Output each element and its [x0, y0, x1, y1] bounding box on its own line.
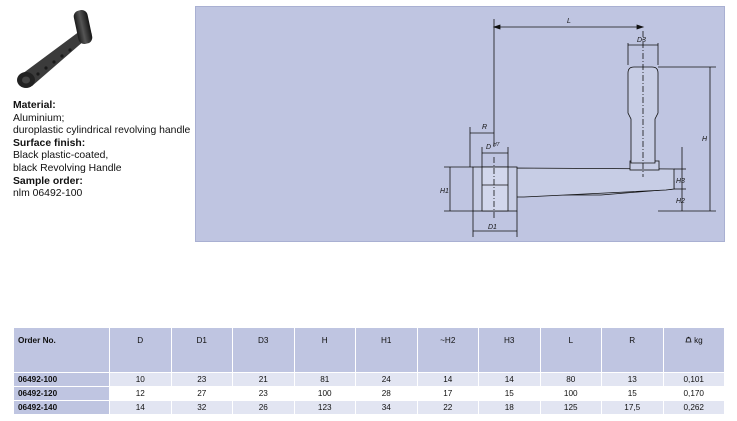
dim-H: H	[702, 136, 708, 143]
col-H2: ~H2	[416, 327, 479, 373]
cell: 14	[109, 400, 172, 415]
col-weight: kg	[662, 327, 725, 373]
cell: 24	[355, 372, 418, 387]
col-order-no: Order No.	[13, 327, 110, 373]
material-line: Aluminium;	[13, 112, 65, 124]
col-L: L	[539, 327, 602, 373]
dim-R: R	[482, 124, 487, 131]
cell: 21	[232, 372, 295, 387]
cell: 123	[293, 400, 356, 415]
cell: 28	[355, 386, 418, 401]
cell: 22	[416, 400, 479, 415]
table-row: 06492-140 14 32 26 123 34 22 18 125 17,5…	[13, 400, 725, 415]
cell-order-no: 06492-120	[13, 386, 110, 401]
cell: 14	[478, 372, 541, 387]
cell: 81	[293, 372, 356, 387]
material-heading: Material:	[13, 100, 56, 111]
cell-order-no: 06492-140	[13, 400, 110, 415]
product-photo	[17, 10, 93, 88]
product-info: Material: Aluminium; duroplastic cylindr…	[13, 100, 193, 201]
col-H3: H3	[478, 327, 541, 373]
cell: 15	[601, 386, 664, 401]
cell: 0,262	[662, 400, 725, 415]
technical-drawing: L D3 H R D H7 H1 H3 H2 D1	[195, 6, 725, 242]
cell: 12	[109, 386, 172, 401]
material-line: duroplastic cylindrical revolving handle	[13, 125, 191, 137]
table-header-row: Order No. D D1 D3 H H1 ~H2 H3 L R kg	[13, 327, 725, 373]
cell: 26	[232, 400, 295, 415]
cell: 23	[232, 386, 295, 401]
dim-H1: H1	[440, 188, 449, 195]
cell: 18	[478, 400, 541, 415]
col-R: R	[601, 327, 664, 373]
cell: 0,101	[662, 372, 725, 387]
cell: 14	[416, 372, 479, 387]
cell: 17	[416, 386, 479, 401]
cell: 15	[478, 386, 541, 401]
cell: 80	[539, 372, 602, 387]
cell: 32	[170, 400, 233, 415]
cell: 34	[355, 400, 418, 415]
dim-H2: H2	[676, 198, 685, 205]
cell: 10	[109, 372, 172, 387]
cell: 13	[601, 372, 664, 387]
finish-line: black Revolving Handle	[13, 162, 122, 174]
sample-order-value: nlm 06492-100	[13, 188, 83, 200]
dim-D-fit: H7	[493, 142, 500, 148]
col-D3: D3	[232, 327, 295, 373]
dim-H3: H3	[676, 178, 685, 185]
table-row: 06492-100 10 23 21 81 24 14 14 80 13 0,1…	[13, 372, 725, 387]
weight-icon	[685, 336, 692, 343]
col-D1: D1	[170, 327, 233, 373]
cell: 27	[170, 386, 233, 401]
dim-D1: D1	[488, 224, 497, 231]
cell: 23	[170, 372, 233, 387]
spec-table: Order No. D D1 D3 H H1 ~H2 H3 L R kg 064…	[13, 327, 725, 415]
weight-unit: kg	[694, 336, 703, 345]
dim-D: D	[486, 144, 491, 151]
cell: 17,5	[601, 400, 664, 415]
cell-order-no: 06492-100	[13, 372, 110, 387]
sample-order-heading: Sample order:	[13, 175, 83, 187]
col-H1: H1	[355, 327, 418, 373]
finish-line: Black plastic-coated,	[13, 150, 109, 162]
cell: 100	[539, 386, 602, 401]
dim-L: L	[567, 18, 571, 25]
col-H: H	[293, 327, 356, 373]
cell: 125	[539, 400, 602, 415]
dim-D3: D3	[637, 37, 646, 44]
surface-finish-heading: Surface finish:	[13, 137, 86, 149]
table-row: 06492-120 12 27 23 100 28 17 15 100 15 0…	[13, 386, 725, 401]
cell: 100	[293, 386, 356, 401]
drawing-svg: L D3 H R D H7 H1 H3 H2 D1	[440, 18, 716, 237]
cell: 0,170	[662, 386, 725, 401]
col-D: D	[109, 327, 172, 373]
